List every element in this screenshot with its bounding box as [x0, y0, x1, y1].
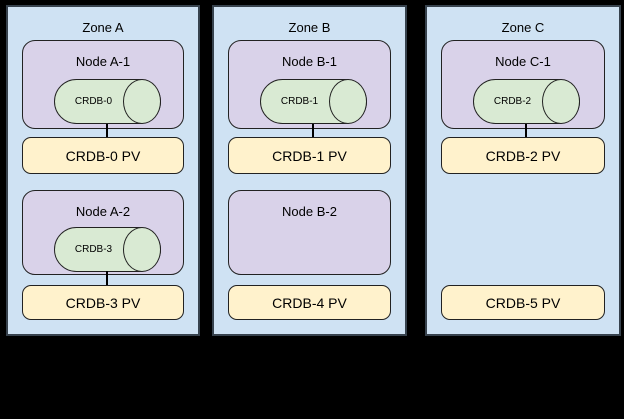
crdb-3-pod-label: CRDB-3: [74, 244, 113, 255]
crdb-2-pv-box: CRDB-2 PV: [441, 137, 605, 174]
zone-c: Zone C Node C-1 CRDB-2 CRDB-2 PV CRDB-5 …: [425, 5, 621, 336]
cylinder-cap: [329, 79, 367, 124]
node-b-2-label: Node B-2: [282, 204, 337, 219]
crdb-3-pod-cylinder: CRDB-3: [54, 227, 161, 272]
zone-a-title: Zone A: [82, 20, 124, 35]
crdb-2-pv-label: CRDB-2 PV: [485, 147, 561, 164]
crdb-2-to-pv-connector-line: [525, 124, 527, 138]
node-c-1-label: Node C-1: [495, 54, 551, 69]
crdb-0-pod-label: CRDB-0: [74, 96, 113, 107]
crdb-0-pod-cylinder: CRDB-0: [54, 79, 161, 124]
cylinder-cap: [542, 79, 580, 124]
crdb-3-pv-box: CRDB-3 PV: [22, 285, 184, 320]
crdb-5-pv-label: CRDB-5 PV: [485, 294, 561, 311]
crdb-3-to-pv-connector-line: [106, 271, 108, 286]
crdb-1-pod-label: CRDB-1: [280, 96, 319, 107]
crdb-0-pv-box: CRDB-0 PV: [22, 137, 184, 174]
zone-a: Zone A Node A-1 CRDB-0 CRDB-0 PV Node A-…: [6, 5, 200, 336]
crdb-2-pod-cylinder: CRDB-2: [473, 79, 580, 124]
node-b-2: Node B-2: [228, 190, 391, 275]
crdb-1-pv-box: CRDB-1 PV: [228, 137, 391, 174]
crdb-5-pv-box: CRDB-5 PV: [441, 285, 605, 320]
crdb-1-pv-label: CRDB-1 PV: [272, 147, 347, 164]
crdb-1-to-pv-connector-line: [312, 124, 314, 138]
crdb-4-pv-box: CRDB-4 PV: [228, 285, 391, 320]
zone-b: Zone B Node B-1 CRDB-1 CRDB-1 PV Node B-…: [212, 5, 407, 336]
crdb-4-pv-label: CRDB-4 PV: [272, 294, 347, 311]
node-a-2-label: Node A-2: [75, 204, 131, 219]
crdb-2-pod-label: CRDB-2: [493, 96, 532, 107]
node-b-1-label: Node B-1: [282, 54, 337, 69]
crdb-1-pod-cylinder: CRDB-1: [260, 79, 367, 124]
crdb-0-pv-label: CRDB-0 PV: [65, 147, 141, 164]
zone-b-title: Zone B: [288, 20, 331, 35]
cylinder-cap: [123, 79, 161, 124]
cylinder-cap: [123, 227, 161, 272]
zone-c-title: Zone C: [501, 20, 545, 35]
crdb-0-to-pv-connector-line: [106, 124, 108, 138]
node-a-1-label: Node A-1: [75, 54, 131, 69]
crdb-3-pv-label: CRDB-3 PV: [65, 294, 141, 311]
